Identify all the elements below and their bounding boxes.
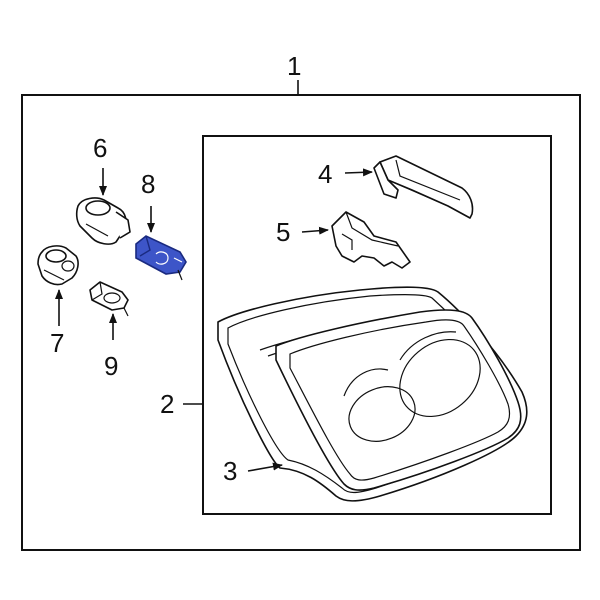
callout-9[interactable]: 9 [104,351,118,381]
callout-1[interactable]: 1 [287,51,301,81]
leader-3 [247,462,283,472]
bulb-8-body [135,235,187,275]
callout-2[interactable]: 2 [160,389,174,419]
callout-6[interactable]: 6 [93,133,107,163]
bulb-socket-7[interactable] [37,245,79,286]
bulb-8-highlighted[interactable] [135,235,187,281]
leader-4 [344,168,373,177]
callout-3[interactable]: 3 [223,456,237,486]
callout-7[interactable]: 7 [50,328,64,358]
callout-8[interactable]: 8 [141,169,155,199]
callout-5[interactable]: 5 [276,217,290,247]
adjuster-bracket[interactable] [331,211,411,269]
lamp-frame [202,135,552,515]
lens[interactable] [275,309,522,491]
bulb-9[interactable] [89,281,129,317]
callout-4[interactable]: 4 [318,159,332,189]
leader-5 [301,226,329,235]
assembly-frame [21,94,581,551]
mounting-bracket[interactable] [373,155,474,219]
bulb-socket-6[interactable] [75,197,131,245]
